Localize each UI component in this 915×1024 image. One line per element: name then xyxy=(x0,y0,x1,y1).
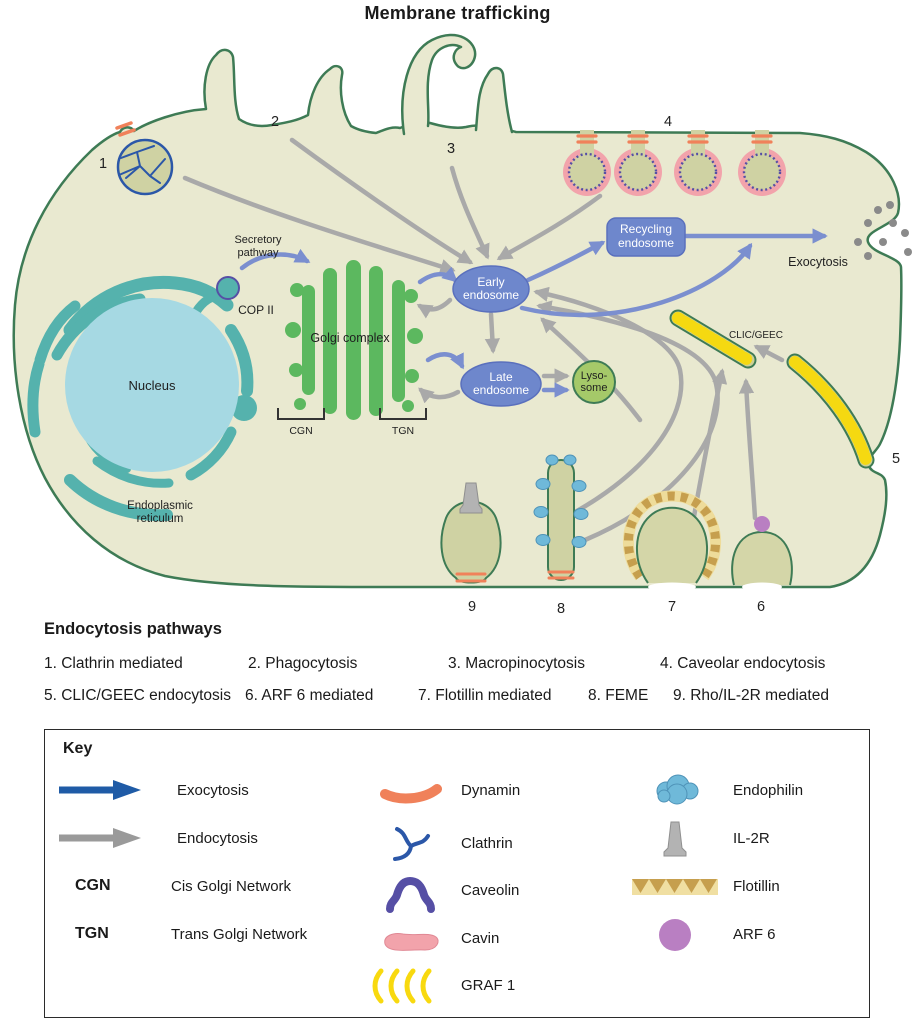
pathway-item-9: 9. Rho/IL-2R mediated xyxy=(673,687,829,704)
cgn-label: CGN xyxy=(289,425,312,437)
caveolar-pit xyxy=(614,126,662,196)
key-label-flotillin: Flotillin xyxy=(733,878,780,895)
site-number-7: 7 xyxy=(668,599,676,615)
exocytosis-label: Exocytosis xyxy=(788,255,848,269)
pathway-item-2: 2. Phagocytosis xyxy=(248,655,358,672)
pathway-item-7: 7. Flotillin mediated xyxy=(418,687,552,704)
caveolin-icon xyxy=(386,876,435,913)
key-legend: Key Exocytosis Endocytosis CGN Cis Golgi… xyxy=(44,729,870,1018)
exocytosis-arrow-glyph xyxy=(59,780,141,800)
graf1-icon xyxy=(372,968,432,1004)
site-number-8: 8 xyxy=(557,601,565,617)
endophilin-blobs xyxy=(533,454,589,548)
macropinocytosis-ruffle xyxy=(401,33,514,136)
endocytosis-arrows xyxy=(182,137,785,543)
early-endosome xyxy=(452,265,530,313)
late-endosome-label-line1: Late xyxy=(489,370,513,384)
clic-geec-tubules xyxy=(669,309,875,469)
key-label-dynamin: Dynamin xyxy=(461,782,521,799)
tgn-bracket xyxy=(379,408,427,420)
recycling-endosome-label-line2: endosome xyxy=(618,236,674,250)
copii-vesicle xyxy=(216,276,240,300)
late-endosome xyxy=(460,361,542,407)
pathways-heading: Endocytosis pathways xyxy=(44,620,222,638)
lysosome xyxy=(572,360,616,404)
pathway-item-1: 1. Clathrin mediated xyxy=(44,655,183,672)
site-number-5: 5 xyxy=(892,451,900,467)
nucleus-label: Nucleus xyxy=(129,378,176,393)
secretory-label-line1: Secretory xyxy=(234,234,282,246)
key-abbr-cgn: CGN xyxy=(75,877,111,894)
exocytosis-arrows xyxy=(239,228,828,398)
key-glyphs xyxy=(59,774,718,1004)
lysosome-label-line2: some xyxy=(581,382,608,394)
key-label-il2r: IL-2R xyxy=(733,830,770,847)
site-number-3: 3 xyxy=(447,141,455,157)
flotillin-pit xyxy=(623,490,721,592)
recycling-endosome xyxy=(606,217,686,257)
key-label-tgn: Trans Golgi Network xyxy=(171,926,308,943)
key-abbr-tgn: TGN xyxy=(75,925,109,942)
arf6-icon xyxy=(659,919,691,951)
er-label-line2: reticulum xyxy=(137,513,184,525)
rho-il2r-pit xyxy=(440,482,502,584)
caveolar-pit xyxy=(738,126,786,196)
il2r-icon xyxy=(663,821,687,857)
il2r-receptor xyxy=(459,482,483,514)
cell-diagram: Nucleus Endoplasmic reticulum COP II Sec… xyxy=(12,33,912,617)
key-label-graf1: GRAF 1 xyxy=(461,977,516,994)
nucleus xyxy=(65,298,239,472)
feme-pit xyxy=(533,454,589,581)
lysosome-label-line1: Lyso- xyxy=(581,370,608,382)
secretory-label-line2: pathway xyxy=(238,247,279,259)
cavin-icon xyxy=(384,933,439,951)
clic-geec-label: CLIC/GEEC xyxy=(729,330,783,341)
caveolar-pit xyxy=(563,126,611,196)
key-label-endophilin: Endophilin xyxy=(733,782,804,799)
tgn-label: TGN xyxy=(392,425,414,437)
caveolae xyxy=(563,126,786,196)
key-heading: Key xyxy=(63,740,93,757)
pathway-item-8: 8. FEME xyxy=(588,687,649,704)
endocytosis-arrow-glyph xyxy=(59,828,141,848)
cgn-bracket xyxy=(277,408,325,420)
golgi-complex xyxy=(285,260,423,420)
endophilin-icon xyxy=(656,774,699,805)
flotillin-icon xyxy=(632,879,718,895)
key-label-cavin: Cavin xyxy=(461,930,500,947)
key-label-clathrin: Clathrin xyxy=(461,835,513,852)
arf6-protein xyxy=(754,516,770,532)
page-title: Membrane trafficking xyxy=(364,3,551,23)
key-label-endocytosis: Endocytosis xyxy=(177,830,258,847)
site-number-4: 4 xyxy=(664,114,672,130)
pathway-item-6: 6. ARF 6 mediated xyxy=(245,687,374,704)
copii-label: COP II xyxy=(238,303,274,317)
key-label-arf6: ARF 6 xyxy=(733,926,776,943)
site-number-2: 2 xyxy=(271,114,279,130)
key-label-caveolin: Caveolin xyxy=(461,882,520,899)
arf6-pit xyxy=(731,516,793,592)
key-label-exocytosis: Exocytosis xyxy=(177,782,249,799)
er-label-line1: Endoplasmic xyxy=(127,500,193,512)
site-number-6: 6 xyxy=(757,599,765,615)
pathway-item-5: 5. CLIC/GEEC endocytosis xyxy=(44,687,231,704)
clathrin-icon xyxy=(393,827,430,861)
dynamin-ring xyxy=(115,121,136,137)
key-label-cgn: Cis Golgi Network xyxy=(171,878,292,895)
clathrin-coated-vesicle xyxy=(115,121,174,196)
pathway-item-4: 4. Caveolar endocytosis xyxy=(660,655,826,672)
secreted-particles xyxy=(854,201,912,260)
golgi-label: Golgi complex xyxy=(310,331,390,345)
early-endosome-label-line1: Early xyxy=(477,275,504,289)
recycling-endosome-label-line1: Recycling xyxy=(620,222,672,236)
dynamin-icon xyxy=(380,784,442,804)
late-endosome-label-line2: endosome xyxy=(473,383,529,397)
caveolar-pit xyxy=(674,126,722,196)
pathway-item-3: 3. Macropinocytosis xyxy=(448,655,585,672)
early-endosome-label-line2: endosome xyxy=(463,288,519,302)
site-number-9: 9 xyxy=(468,599,476,615)
site-number-1: 1 xyxy=(99,156,107,172)
